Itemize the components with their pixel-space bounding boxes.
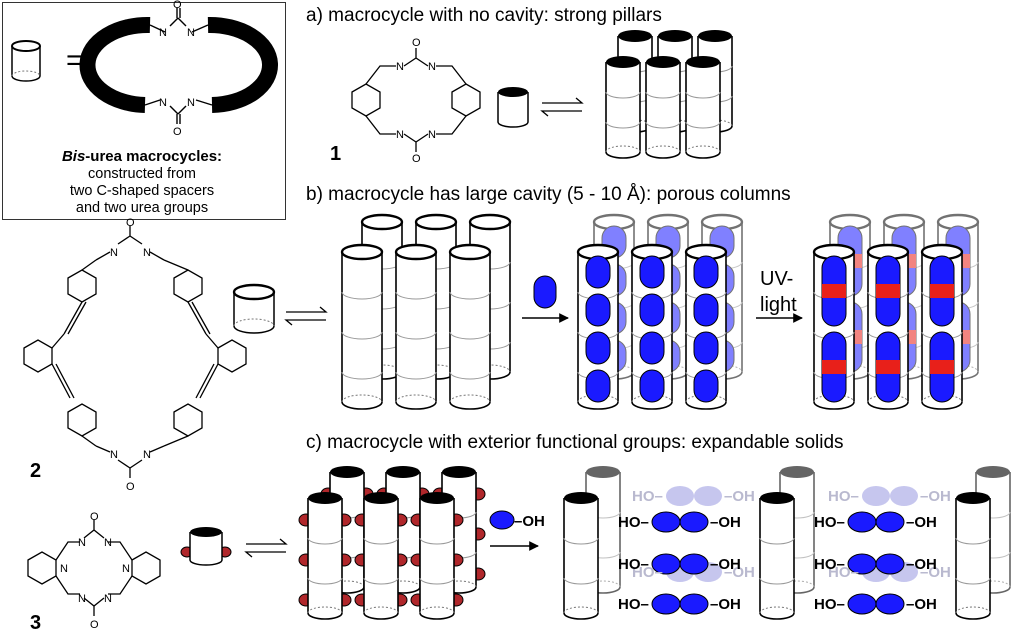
- compound-2-label: 2: [30, 460, 42, 482]
- c2-o-bottom: O: [126, 481, 135, 493]
- panel-b-filled-columns: [576, 213, 744, 411]
- ho-5: HO–: [618, 596, 649, 613]
- legend-title: Bis-urea macrocycles:: [0, 148, 284, 166]
- oh-5: –OH: [710, 596, 741, 613]
- legend-nh-br: N: [187, 97, 195, 109]
- ho-2: HO–: [814, 514, 845, 531]
- panel-a-pillar-stack: [605, 29, 733, 159]
- legend-o-top: O: [173, 0, 182, 11]
- panel-c-reagent-oh: –OH: [514, 513, 545, 530]
- c3-n2: N: [104, 537, 112, 549]
- ho-fade-1: HO–: [632, 488, 663, 505]
- legend-title-italic: Bis: [61, 148, 86, 165]
- panel-c-pillar-stack: [298, 465, 486, 620]
- c1-n2: N: [428, 61, 436, 73]
- oh-fade-4: –OH: [920, 564, 951, 581]
- compound-1-structure: [351, 48, 481, 152]
- panel-c-title: c) macrocycle with exterior functional g…: [306, 432, 844, 453]
- oh-3: –OH: [710, 556, 741, 573]
- legend-nh-tl: N: [159, 27, 167, 39]
- ho-6: HO–: [814, 596, 845, 613]
- panel-a-monomer: [497, 87, 529, 128]
- panel-b-monomer: [232, 283, 276, 334]
- legend-equals: =: [66, 44, 84, 77]
- oh-1: –OH: [710, 514, 741, 531]
- c1-n3: N: [396, 129, 404, 141]
- panel-b-title: b) macrocycle has large cavity (5 - 10 Å…: [306, 184, 791, 205]
- ho-fade-3: HO–: [632, 564, 663, 581]
- c3-n4: N: [104, 593, 112, 605]
- ho-4: HO–: [814, 556, 845, 573]
- legend-nh-tr: N: [187, 27, 195, 39]
- oh-6: –OH: [906, 596, 937, 613]
- panel-b-equilibrium-arrow: [284, 306, 328, 326]
- oh-2: –OH: [906, 514, 937, 531]
- legend-small-cylinder-icon: [11, 40, 41, 82]
- compound-3-label: 3: [30, 612, 42, 634]
- legend-line3: and two urea groups: [75, 200, 209, 216]
- legend-nh-bl: N: [159, 97, 167, 109]
- c3-n-py1: N: [60, 563, 68, 575]
- uv-label-2: light: [760, 294, 797, 316]
- compound-2-structure: [23, 226, 247, 478]
- panel-b-guest-molecule: [533, 275, 557, 309]
- c3-n3: N: [78, 593, 86, 605]
- legend-title-rest: -urea macrocycles:: [85, 148, 223, 165]
- c1-o-top: O: [412, 37, 421, 49]
- legend-o-bottom: O: [173, 126, 182, 138]
- c1-o-bottom: O: [412, 153, 421, 165]
- oh-fade-2: –OH: [920, 488, 951, 505]
- c3-n-py2: N: [122, 563, 130, 575]
- compound-3-structure: [27, 520, 161, 616]
- panel-a-title: a) macrocycle with no cavity: strong pil…: [306, 5, 662, 26]
- oh-fade-1: –OH: [724, 488, 755, 505]
- c2-n4: N: [143, 449, 151, 461]
- ho-3: HO–: [618, 556, 649, 573]
- uv-label-1: UV-: [760, 268, 794, 290]
- c2-o-top: O: [126, 217, 135, 229]
- c3-n1: N: [78, 537, 86, 549]
- legend-line1: constructed from: [88, 166, 196, 182]
- panel-a-equilibrium-arrow: [540, 97, 584, 117]
- panel-c-monomer: [180, 527, 232, 566]
- panel-c-reagent: –OH: [489, 510, 545, 530]
- ho-fade-4: HO–: [828, 564, 859, 581]
- c3-o-top: O: [90, 511, 99, 523]
- c2-n3: N: [110, 449, 118, 461]
- legend-macrocycle-schematic: O N N N N O: [79, 0, 278, 138]
- c2-n2: N: [143, 247, 151, 259]
- c1-n1: N: [396, 61, 404, 73]
- c3-o-bottom: O: [90, 619, 99, 631]
- oh-fade-3: –OH: [724, 564, 755, 581]
- panel-b-empty-columns: [340, 213, 512, 411]
- c2-n1: N: [110, 247, 118, 259]
- c1-n4: N: [428, 129, 436, 141]
- oh-4: –OH: [906, 556, 937, 573]
- panel-b-photoproduct-columns: [812, 213, 980, 411]
- ho-1: HO–: [618, 514, 649, 531]
- legend-line2: two C-shaped spacers: [69, 183, 215, 199]
- panel-c-equilibrium-arrow: [244, 538, 288, 558]
- compound-1-label: 1: [330, 143, 342, 165]
- ho-fade-2: HO–: [828, 488, 859, 505]
